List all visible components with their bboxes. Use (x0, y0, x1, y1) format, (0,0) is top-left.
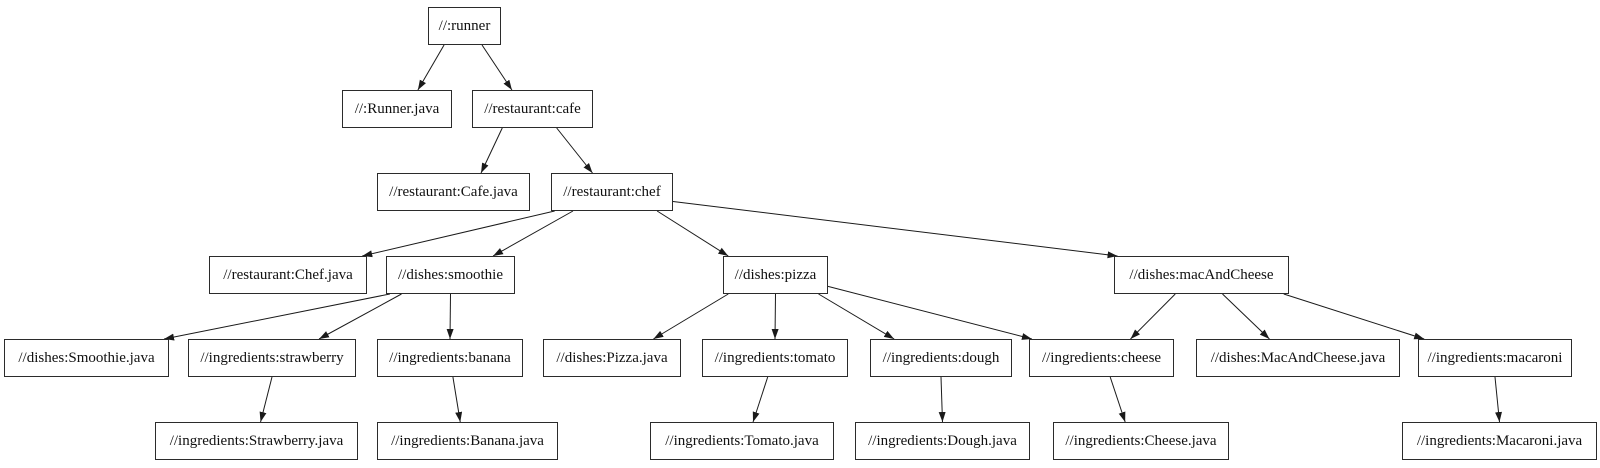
graph-edge-pizza-to-pizza_java (653, 293, 729, 340)
graph-node-mac_and_cheese_java: //dishes:MacAndCheese.java (1196, 339, 1400, 377)
graph-edge-pizza-to-cheese (827, 285, 1033, 340)
graph-edge-runner-to-cafe (481, 44, 513, 91)
graph-edge-dough-to-dough_java (938, 376, 946, 423)
graph-node-cheese: //ingredients:cheese (1029, 339, 1174, 377)
graph-edge-cheese-to-cheese_java (1109, 376, 1126, 423)
graph-edge-macaroni-to-macaroni_java (1494, 376, 1502, 423)
graph-node-cheese_java: //ingredients:Cheese.java (1053, 422, 1229, 460)
graph-node-strawberry: //ingredients:strawberry (188, 339, 356, 377)
graph-node-chef: //restaurant:chef (551, 173, 673, 211)
graph-node-runner_java: //:Runner.java (342, 90, 452, 128)
graph-node-banana: //ingredients:banana (377, 339, 523, 377)
graph-node-smoothie: //dishes:smoothie (386, 256, 515, 294)
graph-node-pizza_java: //dishes:Pizza.java (543, 339, 681, 377)
graph-edge-chef-to-pizza (656, 210, 729, 257)
graph-node-cafe: //restaurant:cafe (472, 90, 593, 128)
graph-edge-cafe-to-cafe_java (480, 127, 503, 174)
graph-edge-tomato-to-tomato_java (752, 376, 769, 423)
graph-node-strawberry_java: //ingredients:Strawberry.java (155, 422, 358, 460)
graph-node-banana_java: //ingredients:Banana.java (377, 422, 558, 460)
graph-node-mac_and_cheese: //dishes:macAndCheese (1114, 256, 1289, 294)
graph-node-macaroni_java: //ingredients:Macaroni.java (1402, 422, 1597, 460)
graph-edge-mac_and_cheese-to-macaroni (1283, 293, 1425, 340)
graph-edge-chef-to-mac_and_cheese (672, 201, 1118, 259)
graph-edge-runner-to-runner_java (417, 44, 445, 91)
graph-edge-chef-to-chef_java (362, 210, 555, 258)
graph-edge-chef-to-smoothie (492, 210, 574, 257)
graph-edge-strawberry-to-strawberry_java (259, 376, 273, 423)
graph-edge-pizza-to-dough (818, 293, 895, 340)
graph-node-cafe_java: //restaurant:Cafe.java (377, 173, 530, 211)
graph-edge-cafe-to-chef (556, 127, 593, 174)
graph-node-macaroni: //ingredients:macaroni (1418, 339, 1572, 377)
graph-edge-mac_and_cheese-to-mac_and_cheese_java (1222, 293, 1270, 340)
graph-node-chef_java: //restaurant:Chef.java (209, 256, 367, 294)
graph-node-dough_java: //ingredients:Dough.java (855, 422, 1030, 460)
graph-edge-smoothie-to-smoothie_java (163, 293, 390, 341)
graph-node-tomato: //ingredients:tomato (702, 339, 848, 377)
graph-edge-banana-to-banana_java (452, 376, 463, 423)
graph-node-tomato_java: //ingredients:Tomato.java (650, 422, 834, 460)
graph-edge-mac_and_cheese-to-cheese (1130, 293, 1176, 340)
graph-edge-smoothie-to-banana (446, 293, 454, 340)
graph-node-dough: //ingredients:dough (870, 339, 1012, 377)
graph-edge-smoothie-to-strawberry (318, 293, 402, 340)
graph-node-runner: //:runner (428, 7, 501, 45)
graph-edge-pizza-to-tomato (771, 293, 779, 340)
graph-node-smoothie_java: //dishes:Smoothie.java (4, 339, 169, 377)
graph-node-pizza: //dishes:pizza (723, 256, 828, 294)
